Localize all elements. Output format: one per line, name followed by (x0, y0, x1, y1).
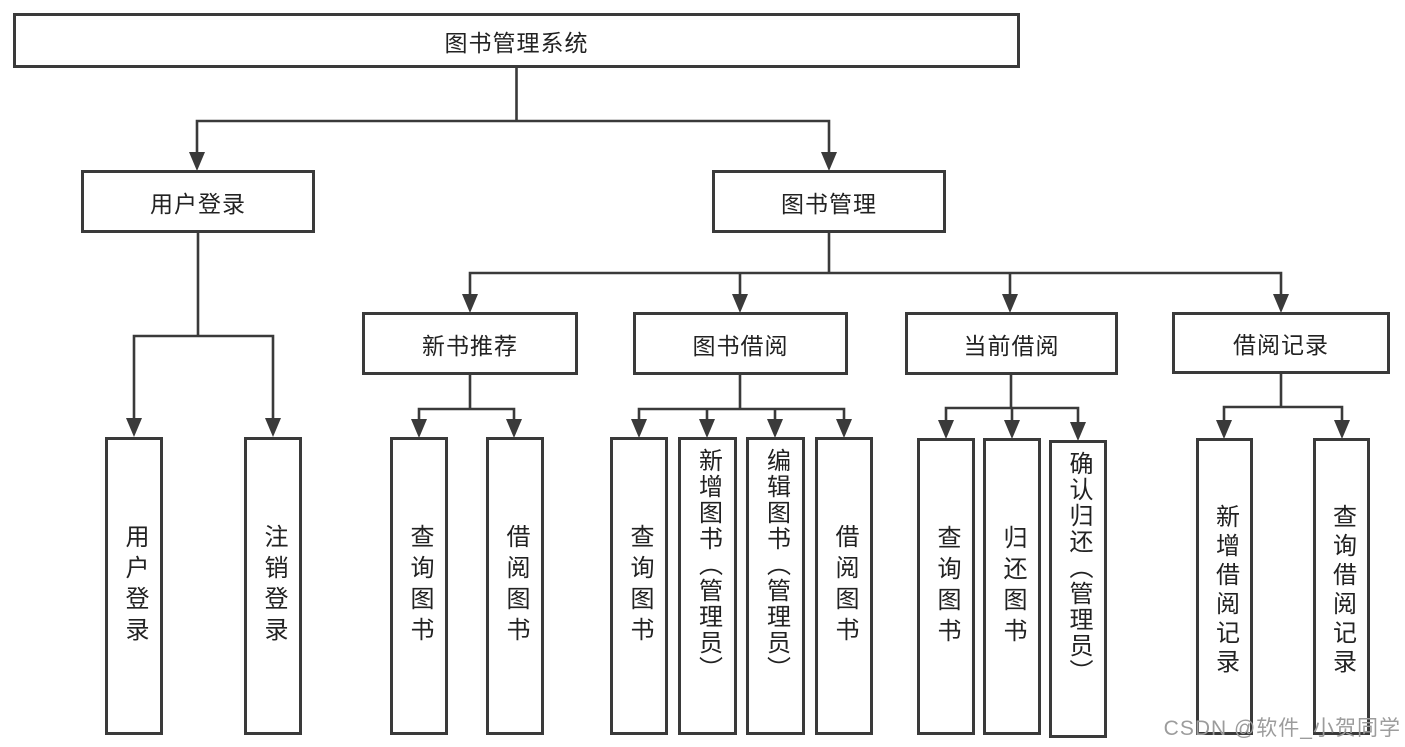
node-bb-add-books-admin: 新增图书（管理员） (678, 437, 737, 735)
node-bb-edit-books-admin: 编辑图书（管理员） (746, 437, 805, 735)
node-leaf-user-login: 用户登录 (105, 437, 163, 735)
node-leaf-logout: 注销登录 (244, 437, 302, 735)
node-new-book-recommend: 新书推荐 (362, 312, 578, 375)
node-cb-query-books: 查询图书 (917, 438, 975, 735)
node-book-management: 图书管理 (712, 170, 946, 233)
node-rec-borrow-books: 借阅图书 (486, 437, 544, 735)
node-cb-confirm-return-admin: 确认归还（管理员） (1049, 440, 1107, 738)
node-borrowing-records: 借阅记录 (1172, 312, 1390, 374)
node-rec-query-books: 查询图书 (390, 437, 448, 735)
node-current-borrowing: 当前借阅 (905, 312, 1118, 375)
node-book-borrowing: 图书借阅 (633, 312, 848, 375)
node-library-system: 图书管理系统 (13, 13, 1020, 68)
node-br-query-record: 查询借阅记录 (1313, 438, 1370, 735)
node-cb-return-books: 归还图书 (983, 438, 1041, 735)
node-bb-query-books: 查询图书 (610, 437, 668, 735)
node-user-login: 用户登录 (81, 170, 315, 233)
node-bb-borrow-books: 借阅图书 (815, 437, 873, 735)
node-br-add-record: 新增借阅记录 (1196, 438, 1253, 735)
watermark: CSDN @软件_小贺同学 (1163, 717, 1401, 740)
